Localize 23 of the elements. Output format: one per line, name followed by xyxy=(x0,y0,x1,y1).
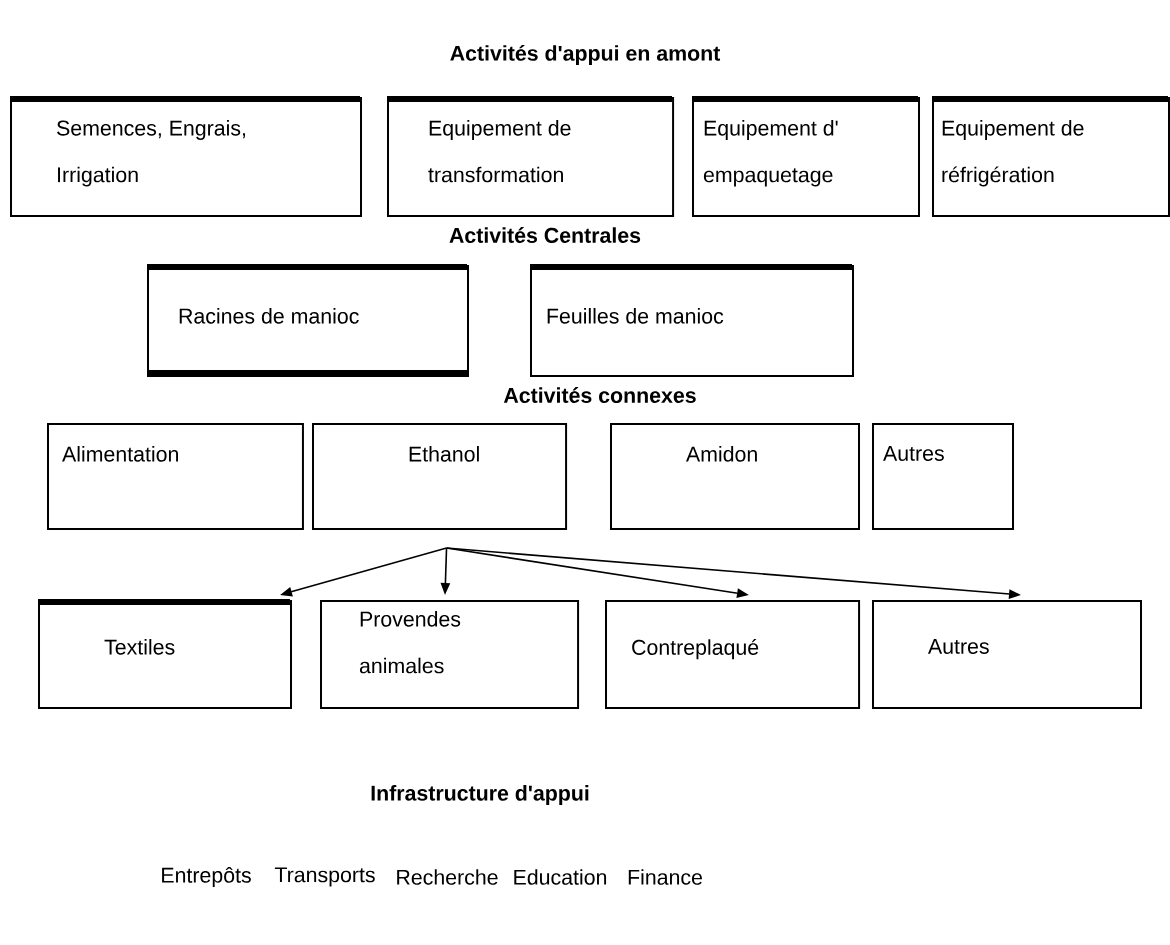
text-box: Autres xyxy=(872,423,1014,531)
text-box: Semences, Engrais, Irrigation xyxy=(10,96,362,217)
text-box: Racines de manioc xyxy=(147,264,469,377)
heading: Activités d'appui en amont xyxy=(450,44,721,66)
text-box: Provendes animales xyxy=(320,600,580,709)
label: Entrepôts xyxy=(162,867,251,887)
text-box: Alimentation xyxy=(47,423,304,531)
text-box: Feuilles de manioc xyxy=(530,264,854,377)
text-box: Equipement de transformation xyxy=(387,96,675,217)
label: Finance xyxy=(628,869,702,885)
heading: Activités Centrales xyxy=(449,227,641,243)
text-box: Contreplaqué xyxy=(605,600,861,709)
label: Recherche xyxy=(397,869,498,885)
label: Transports xyxy=(274,867,375,887)
text-box: Ethanol xyxy=(312,423,568,531)
text-box: Equipement de réfrigération xyxy=(932,96,1170,217)
text-box: Textiles xyxy=(38,599,292,709)
text-box: Autres xyxy=(872,600,1142,709)
text-box: Amidon xyxy=(610,423,860,531)
heading: Activités connexes xyxy=(503,387,696,403)
label: Education xyxy=(514,869,607,885)
heading: Infrastructure d'appui xyxy=(371,785,589,805)
text-box: Equipement d' empaquetage xyxy=(692,96,920,217)
